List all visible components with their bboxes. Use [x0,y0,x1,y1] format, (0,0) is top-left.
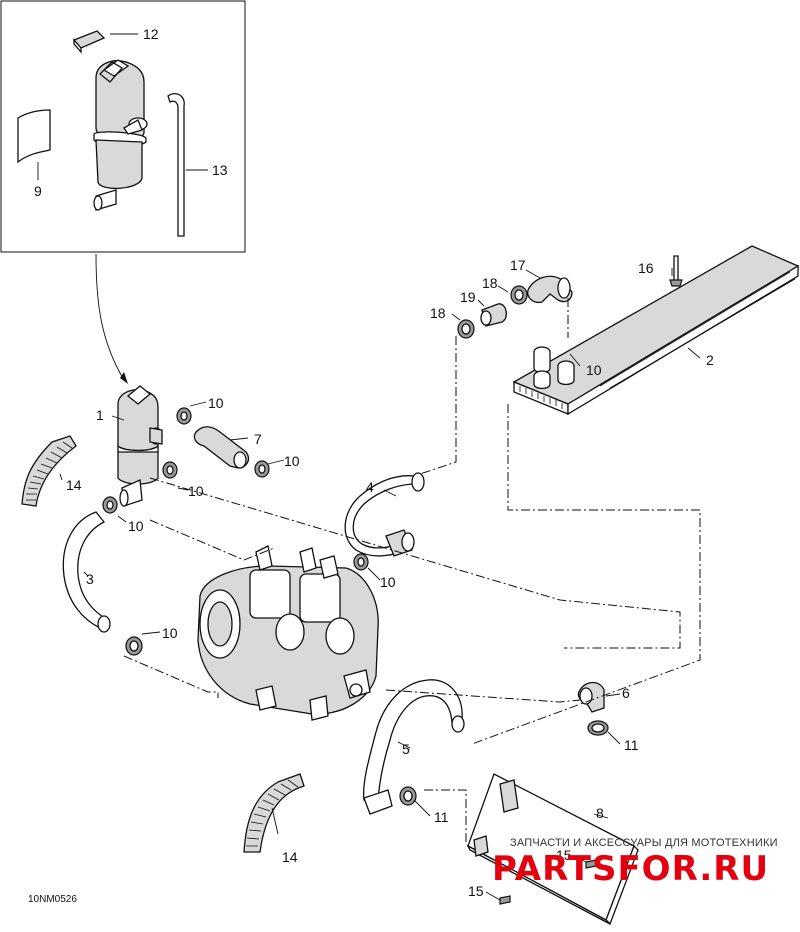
hose-7 [193,426,250,469]
callout-5: 5 [402,741,410,757]
callout-10-tank-side: 10 [188,483,204,499]
inset-coolant-tank [93,59,148,211]
radiator-fittings [533,346,575,390]
callout-7: 7 [254,431,262,447]
callout-6: 6 [622,685,630,701]
clamp-hose-7 [254,460,270,478]
overflow-hose [167,92,185,237]
elbow-fitting [527,275,573,304]
elbow-6 [577,681,605,713]
coolant-tank [117,385,163,507]
hose-3 [62,511,111,633]
callout-10-hose-4: 10 [380,574,396,590]
leader-lines [37,33,701,901]
callout-8: 8 [596,805,604,821]
fitting-clamps [457,285,528,339]
clamp-tank-side [162,461,178,479]
callout-9: 9 [34,183,42,199]
callout-14-upper: 14 [66,477,82,493]
callout-14-lower: 14 [282,849,298,865]
callout-1: 1 [96,407,104,423]
clamp-ring-6 [587,720,609,736]
callout-10-hose-7: 10 [284,453,300,469]
callout-10-radiator: 10 [586,362,602,378]
callout-18-upper: 18 [482,275,498,291]
callout-15-lower: 15 [468,883,484,899]
screw-b [499,895,511,905]
watermark-brand: PARTSFOR.RU [492,849,769,889]
callout-10-tank-bottom: 10 [128,518,144,534]
clamp-upper-right [176,407,192,425]
corrugated-hose-upper [21,435,77,507]
heat-exchanger [466,773,639,926]
callout-16: 16 [638,260,654,276]
engine [197,545,379,721]
hose-5 [362,679,465,815]
callout-15-upper: 15 [556,847,572,863]
routing-lines [123,298,701,842]
callout-3: 3 [86,571,94,587]
callout-11-ring: 11 [624,737,639,753]
screw-a [585,859,597,869]
callout-19: 19 [460,289,476,305]
callout-18-lower: 18 [430,305,446,321]
drawing-code: 10NM0526 [28,894,77,905]
callout-4: 4 [366,479,374,495]
callout-17: 17 [510,257,526,273]
clamp-hose-5 [399,786,417,806]
callout-10-tank-top: 10 [208,395,224,411]
callouts: 12 13 9 17 16 18 19 18 2 10 1 10 7 10 14… [28,26,714,905]
callout-12: 12 [143,26,159,42]
callout-2: 2 [706,352,714,368]
decal [17,109,51,164]
callout-11-hose-5: 11 [434,809,449,825]
clamp-hose-4 [353,553,369,571]
watermark-subtitle: ЗАПЧАСТИ И АКСЕССУАРЫ ДЛЯ МОТОТЕХНИКИ [510,837,778,849]
tank-cap [72,30,106,54]
watermark: ЗАПЧАСТИ И АКСЕССУАРЫ ДЛЯ МОТОТЕХНИКИ PA… [492,837,778,889]
radiator [512,245,800,416]
clamp-tank-bottom [102,496,118,514]
callout-10-hose-3: 10 [162,625,178,641]
corrugated-hose-lower [243,773,305,853]
clamp-hose-3 [125,636,143,656]
bleed-screw [669,255,683,287]
callout-13: 13 [212,162,228,178]
hose-4 [344,472,425,557]
